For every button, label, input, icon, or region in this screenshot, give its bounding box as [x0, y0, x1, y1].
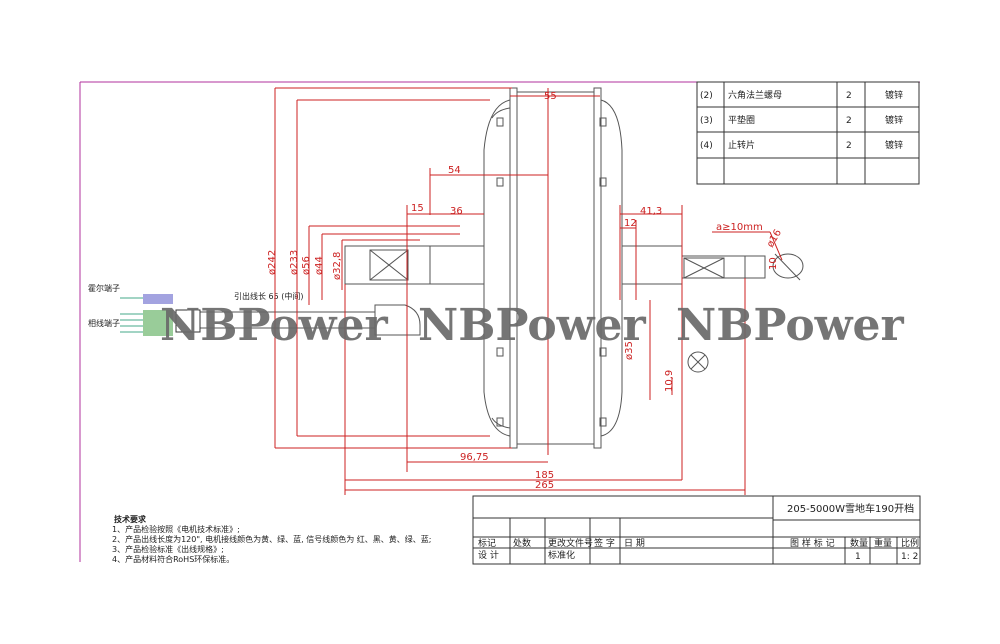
dim-12: 12 [624, 218, 637, 229]
note-3: 3、产品检验标准《出线规格》; [112, 544, 224, 554]
notes-title: 技术要求 [114, 514, 147, 524]
dim-55: 55 [544, 91, 557, 102]
parts-table: (2) 六角法兰螺母 2 镀锌 (3) 平垫圈 2 镀锌 (4) 止转片 2 镀… [696, 81, 920, 185]
tb-count: 处数 [513, 537, 531, 549]
tb-quantity: 1 [855, 552, 861, 562]
tb-standard: 标准化 [548, 549, 575, 561]
dim-41-3: 41,3 [640, 206, 662, 217]
phase-terminal-label: 相线端子 [88, 318, 120, 328]
dim-54: 54 [448, 165, 461, 176]
parts-row-1-no: (2) [700, 91, 713, 101]
watermark-3: NBPower [676, 300, 905, 351]
tb-doc-no: 更改文件号 [548, 537, 593, 549]
note-2: 2、产品出线长度为120", 电机接线颜色为黄、绿、蓝, 信号线颜色为 红、黑、… [112, 534, 431, 544]
parts-row-3-name: 止转片 [728, 139, 755, 151]
parts-row-2-qty: 2 [846, 116, 852, 126]
watermark-1: NBPower [160, 300, 389, 351]
parts-row-1-finish: 镀锌 [885, 89, 903, 101]
dim-96-75: 96,75 [460, 452, 489, 463]
tb-date: 日 期 [624, 538, 645, 549]
watermark: NBPower NBPower NBPower [160, 300, 905, 351]
note-1: 1、产品检验按照《电机技术标准》; [112, 524, 240, 534]
tb-design: 设 计 [478, 549, 499, 561]
watermark-2: NBPower [418, 300, 647, 351]
tb-weight-label: 重量 [874, 537, 892, 549]
parts-row-1-qty: 2 [846, 91, 852, 101]
note-4: 4、产品材料符合RoHS环保标准。 [112, 554, 234, 564]
tb-quantity-label: 数量 [850, 537, 868, 549]
dim-32-8: ø32,8 [332, 252, 343, 280]
parts-row-1-name: 六角法兰螺母 [728, 89, 782, 101]
tb-mark: 标记 [478, 537, 496, 549]
dim-16: ø16 [765, 228, 784, 250]
dim-10: 10 [768, 257, 779, 270]
dim-185: 185 [535, 470, 554, 481]
dimension-lines [274, 87, 783, 495]
drawing-title: 205-5000W雪地车190开档 [787, 502, 914, 515]
cable-connector: 霍尔端子 相线端子 引出线长 65 (中间) [88, 283, 304, 336]
parts-row-2-finish: 镀锌 [885, 114, 903, 126]
tb-sign: 签 字 [594, 537, 615, 549]
dim-15: 15 [411, 203, 424, 214]
title-block: 205-5000W雪地车190开档 标记 处数 更改文件号 签 字 日 期 设 … [472, 495, 921, 565]
tb-drawing-mark: 图 样 标 记 [790, 537, 835, 549]
technical-notes: 技术要求 1、产品检验按照《电机技术标准》; 2、产品出线长度为120", 电机… [112, 514, 431, 564]
tb-scale: 1: 2 [901, 552, 918, 562]
dim-56: ø56 [301, 256, 312, 275]
parts-row-3-qty: 2 [846, 141, 852, 151]
parts-row-3-no: (4) [700, 141, 713, 151]
parts-row-2-name: 平垫圈 [728, 114, 755, 126]
parts-row-3-finish: 镀锌 [885, 139, 903, 151]
dim-35: ø35 [624, 341, 635, 360]
parts-row-2-no: (3) [700, 116, 713, 126]
dim-265: 265 [535, 480, 554, 491]
hall-terminal-label: 霍尔端子 [88, 283, 120, 293]
dim-233: ø233 [289, 250, 300, 275]
dim-242: ø242 [267, 250, 278, 275]
dim-36: 36 [450, 206, 463, 217]
dim-flat: a≥10mm [716, 222, 763, 233]
tb-scale-label: 比例 [901, 537, 919, 549]
cable-length-label: 引出线长 65 (中间) [234, 291, 304, 301]
dim-44: ø44 [314, 256, 325, 275]
dim-10-9: 10,9 [664, 370, 675, 392]
